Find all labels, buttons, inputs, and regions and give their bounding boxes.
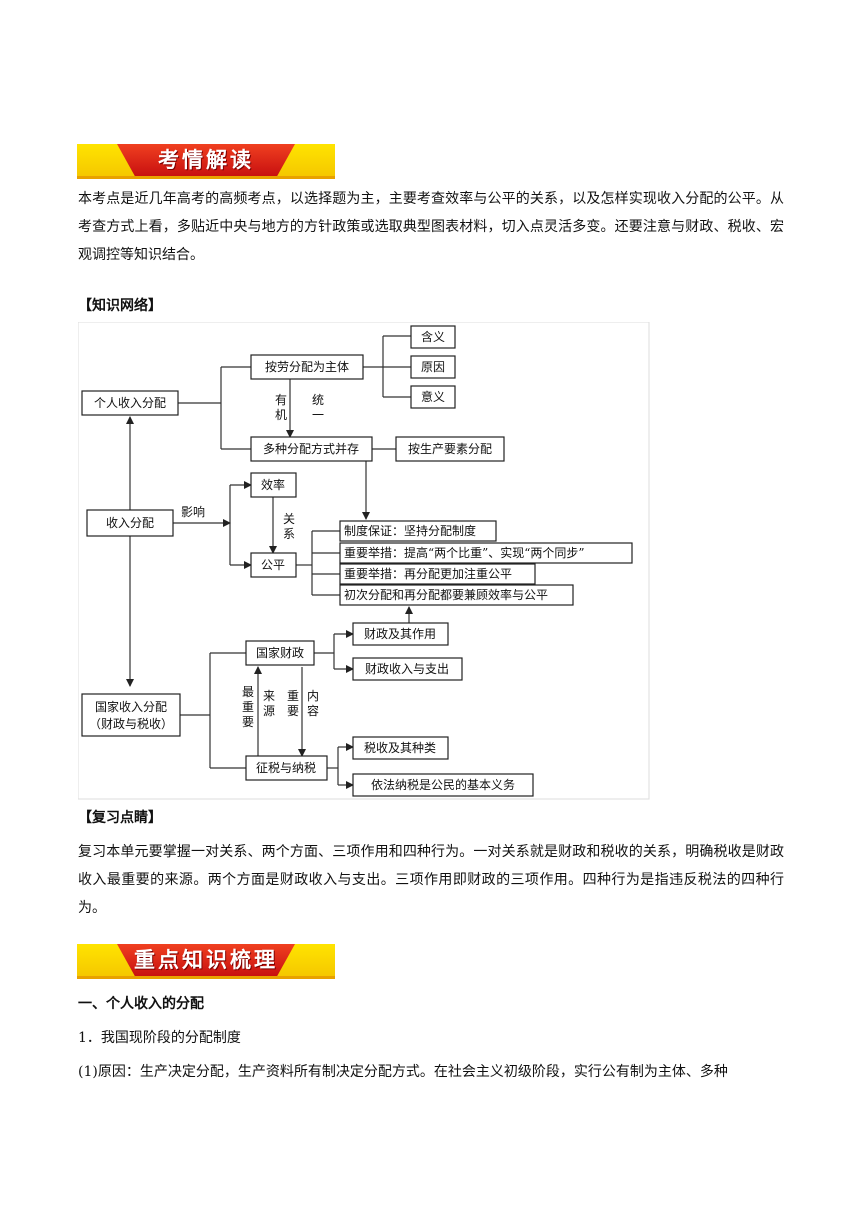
node-geren: 个人收入分配: [81, 390, 179, 416]
knowledge-network-diagram: 个人收入分配 按劳分配为主体 含义 原因 意义 多种分配方式并存 按生产要素分配…: [78, 322, 650, 800]
connector-lines: [126, 335, 413, 789]
node-hanyi: 含义: [410, 325, 456, 349]
label-zuizhongyao: 最 重 要: [242, 685, 254, 729]
node-shuishou: 税收及其种类: [352, 736, 449, 760]
label-guanxi: 关 系: [283, 512, 295, 541]
node-label: 征税与纳税: [256, 761, 316, 775]
node-label-line1: 国家收入分配: [95, 699, 167, 714]
svg-text:内: 内: [307, 689, 319, 703]
node-caizheng-zuoyong: 财政及其作用: [352, 622, 449, 646]
section-title: 一、个人收入的分配: [78, 996, 204, 1012]
banner-zhongdian: 重点知识梳理: [77, 944, 335, 979]
node-label: 制度保证：坚持分配制度: [344, 523, 476, 538]
node-xiaolv: 效率: [250, 472, 297, 498]
node-duozhong: 多种分配方式并存: [250, 436, 373, 462]
banner-red-ribbon: [117, 144, 295, 176]
node-label: 重要举措：提高“两个比重”、实现“两个同步”: [344, 545, 585, 560]
node-label: 含义: [421, 329, 445, 344]
svg-text:重: 重: [287, 689, 299, 703]
banner-label: 考情解读: [158, 148, 254, 172]
node-yuanyin: 原因: [410, 355, 456, 379]
node-jucuo2: 重要举措：再分配更加注重公平: [339, 563, 536, 585]
svg-text:系: 系: [283, 527, 295, 541]
svg-text:来: 来: [263, 689, 275, 703]
node-caizheng-shouzhi: 财政收入与支出: [352, 657, 463, 681]
node-label: 意义: [421, 389, 445, 404]
svg-text:关: 关: [283, 512, 295, 526]
svg-text:容: 容: [307, 703, 319, 718]
node-zhengshui: 征税与纳税: [245, 755, 328, 781]
svg-text:最: 最: [242, 685, 254, 699]
label-youji: 有 机: [275, 393, 287, 422]
label-laiyuan: 来 源: [263, 689, 275, 718]
review-paragraph: 复习本单元要掌握一对关系、两个方面、三项作用和四种行为。一对关系就是财政和税收的…: [78, 844, 784, 916]
svg-text:重: 重: [242, 700, 254, 714]
node-chuci: 初次分配和再分配都要兼顾效率与公平: [339, 584, 574, 606]
node-anshengchan: 按生产要素分配: [395, 436, 505, 462]
node-label: 个人收入分配: [94, 396, 166, 410]
item-1-1: (1)原因：生产决定分配，生产资料所有制决定分配方式。在社会主义初级阶段，实行公…: [78, 1064, 728, 1080]
review-heading: 【复习点睛】: [78, 810, 162, 826]
node-guojia-caizheng: 国家财政: [245, 640, 315, 666]
node-guojia-shouru: 国家收入分配 （财政与税收）: [81, 693, 181, 737]
svg-text:要: 要: [242, 715, 254, 729]
label-zhongyao: 重 要: [287, 689, 299, 718]
svg-text:统: 统: [312, 393, 324, 407]
node-yiyi: 意义: [410, 385, 456, 409]
node-label: 依法纳税是公民的基本义务: [371, 777, 515, 792]
banner-kaoqing: 考情解读: [77, 144, 335, 179]
label-yingxiang: 影响: [181, 504, 205, 519]
node-label: 财政收入与支出: [365, 662, 449, 676]
node-gongping: 公平: [250, 552, 297, 578]
node-shouru: 收入分配: [86, 509, 174, 537]
label-tongyi: 统 一: [312, 393, 324, 422]
svg-text:源: 源: [263, 704, 275, 718]
node-label: 收入分配: [106, 516, 154, 530]
node-anlao: 按劳分配为主体: [250, 354, 364, 380]
node-label: 重要举措：再分配更加注重公平: [344, 566, 512, 581]
label-neirong: 内 容: [307, 689, 319, 718]
svg-text:有: 有: [275, 393, 287, 407]
node-jucuo1: 重要举措：提高“两个比重”、实现“两个同步”: [339, 542, 633, 564]
intro-paragraph: 本考点是近几年高考的高频考点，以选择题为主，主要考查效率与公平的关系，以及怎样实…: [78, 191, 784, 263]
node-label-line2: （财政与税收）: [89, 717, 173, 731]
node-label: 原因: [421, 360, 445, 374]
node-label: 按劳分配为主体: [265, 360, 349, 374]
banner-red-ribbon: [117, 944, 295, 976]
svg-text:一: 一: [312, 408, 324, 422]
node-label: 初次分配和再分配都要兼顾效率与公平: [344, 587, 548, 602]
node-label: 税收及其种类: [364, 741, 436, 755]
network-heading: 【知识网络】: [78, 298, 162, 314]
svg-text:要: 要: [287, 704, 299, 718]
node-label: 国家财政: [256, 645, 304, 660]
node-label: 多种分配方式并存: [263, 441, 359, 456]
svg-text:机: 机: [275, 408, 287, 422]
node-label: 财政及其作用: [364, 627, 436, 641]
node-label: 效率: [261, 477, 285, 492]
node-zhidu: 制度保证：坚持分配制度: [339, 520, 497, 542]
item-1: 1．我国现阶段的分配制度: [78, 1030, 241, 1046]
node-label: 按生产要素分配: [408, 442, 492, 456]
node-yifa: 依法纳税是公民的基本义务: [352, 773, 534, 797]
node-label: 公平: [261, 558, 285, 572]
banner-label: 重点知识梳理: [134, 948, 278, 972]
